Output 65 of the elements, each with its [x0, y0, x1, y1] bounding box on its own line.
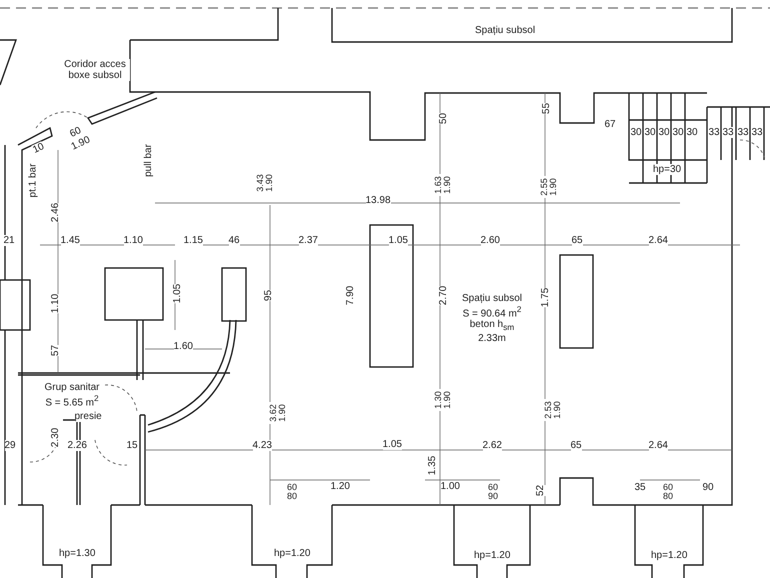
dimension-label: 2.62: [482, 440, 502, 450]
dimension-label: 50: [438, 112, 449, 124]
dimension-label: 1.20: [330, 480, 350, 492]
dimension-label: 33: [708, 126, 720, 138]
dimension-label: 29: [4, 440, 16, 450]
dimension-label: 35: [634, 482, 646, 492]
dimension-label: 55: [540, 102, 552, 114]
dimension-label: hp=1.30: [59, 548, 96, 558]
dimension-label: 2.64: [648, 440, 668, 450]
dimension-label: 2.64: [648, 234, 668, 246]
dimension-label: 57: [50, 344, 61, 356]
dimension-label: 7.90: [344, 285, 356, 305]
dimension-label: 1.75: [540, 287, 551, 307]
dimension-label: 60: [68, 124, 82, 140]
room-label: Spațiu subsol S = 90.64 m$^{2}$ beton h$_{sm}$ 2.33m: [460, 292, 524, 344]
dimension-label: hp=1.20: [474, 550, 510, 560]
note-label: Spațiu subsol: [475, 24, 536, 36]
dimension-label: 30: [672, 126, 684, 138]
dimension-label: presie: [74, 410, 102, 422]
dimension-label: 30: [630, 126, 642, 138]
dimension-label: 30: [644, 126, 656, 138]
dimension-label: 52: [534, 484, 546, 496]
dimension-label: 21: [4, 234, 15, 246]
dimension-label: 15: [126, 440, 138, 450]
dimension-label: 33: [752, 126, 763, 138]
dimension-label: 46: [228, 234, 240, 246]
dimension-label: 2.70: [438, 285, 449, 305]
dimension-label: 1.00: [440, 480, 460, 492]
dimension-label: 13.98: [366, 194, 391, 206]
dimension-label: 4.23: [252, 440, 272, 450]
dimension-label: 33: [738, 126, 749, 138]
dimension-label: 2.37: [298, 234, 318, 246]
dimension-label: 33: [722, 126, 734, 138]
dimension-label: 95: [262, 289, 274, 301]
dimension-label: 30: [658, 126, 670, 138]
dimension-label: 1.05: [388, 234, 408, 246]
note-label: pull bar: [142, 144, 154, 176]
note-label: pt.1 bar: [27, 163, 38, 197]
dimension-label: 90: [702, 482, 714, 492]
dimension-label: 1.45: [60, 234, 80, 246]
dimension-label: 1.63 1.90: [434, 174, 452, 196]
dimension-label: hp=30: [653, 164, 682, 174]
dimension-label: hp=1.20: [274, 548, 310, 558]
dimension-label: 2.26: [68, 440, 87, 450]
dimension-label: 1.05: [382, 438, 402, 450]
dimension-label: 10: [30, 140, 46, 156]
dimension-label: 1.30 1.90: [434, 389, 452, 411]
dimension-label: 2.30: [50, 427, 61, 447]
dimension-label: 3.43 1.90: [256, 172, 274, 194]
dimension-label: 2.53 1.90: [544, 399, 562, 421]
dimension-label: 65: [572, 234, 583, 246]
dimension-label: 2.46: [50, 202, 61, 222]
dimension-label: 65: [570, 440, 582, 450]
dimension-label: 1.05: [172, 283, 183, 303]
dimension-label: 1.35: [426, 455, 438, 475]
dimension-label: 30: [686, 126, 698, 138]
dimension-label: 2.60: [480, 234, 500, 246]
dimension-label: hp=1.20: [651, 550, 688, 560]
dimension-label: 1.15: [184, 234, 203, 246]
dimension-label: 67: [604, 118, 616, 130]
dimension-label: 2.55 1.90: [540, 176, 558, 198]
dimension-label: 1.10: [50, 293, 61, 313]
dimension-label: 1.60: [174, 340, 193, 352]
dimension-label: 1.10: [124, 234, 143, 246]
dimension-label: 3.62 1.90: [269, 402, 287, 424]
